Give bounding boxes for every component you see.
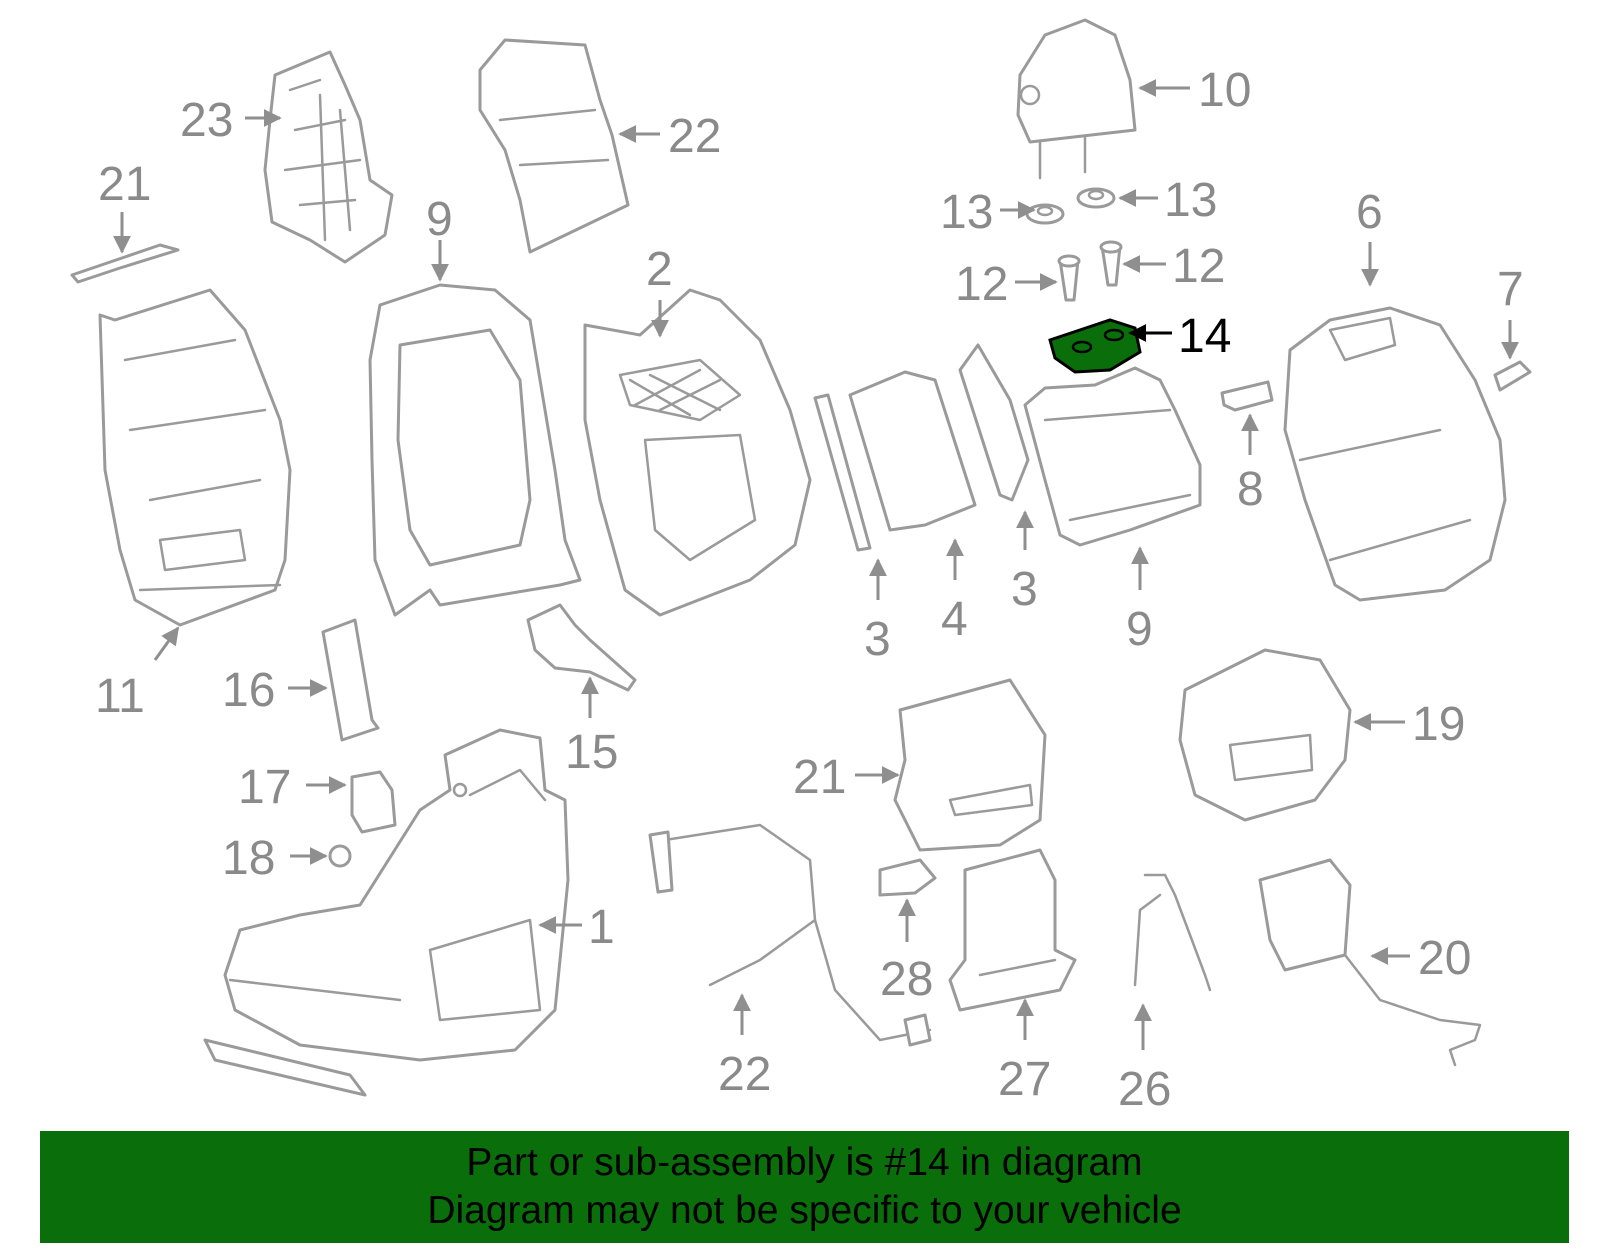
callout-label-28: 28 — [880, 953, 933, 1006]
callout-label-1: 1 — [588, 901, 615, 954]
callout-13-right: 13 — [1118, 174, 1217, 227]
callout-label-3-left: 3 — [864, 613, 891, 666]
callout-27: 27 — [998, 998, 1051, 1106]
callout-label-5: 6 — [1356, 186, 1383, 239]
callout-label-2: 2 — [646, 243, 673, 296]
callout-13-left: 13 — [940, 186, 1036, 239]
callout-16: 17 — [238, 761, 347, 814]
callout-label-18: 16 — [222, 664, 275, 717]
part-24-back-pad[interactable] — [478, 38, 630, 254]
callout-label-22: 22 — [718, 1048, 771, 1101]
callout-19: 19 — [1353, 698, 1465, 751]
part-1-seat-assembly[interactable] — [203, 728, 570, 1097]
callout-label-8: 9 — [1126, 603, 1153, 656]
callout-24: 22 — [618, 110, 721, 163]
callout-label-12-left: 12 — [955, 258, 1008, 311]
info-banner: Part or sub-assembly is #14 in diagram D… — [40, 1131, 1569, 1243]
callout-11: 10 — [1138, 64, 1251, 117]
callout-label-17: 18 — [222, 832, 275, 885]
part-25-back-panel-bracket[interactable] — [263, 50, 394, 264]
callout-18: 16 — [222, 664, 328, 717]
part-15-recline-lever[interactable] — [526, 603, 637, 692]
part-13-grommet-left[interactable] — [1025, 203, 1065, 225]
callout-6: 7 — [1497, 263, 1524, 360]
callout-label-7: 8 — [1237, 463, 1264, 516]
part-4-back-panel[interactable] — [848, 370, 977, 532]
part-22-wiring-harness[interactable] — [648, 823, 932, 1047]
callout-label-25: 23 — [180, 94, 233, 147]
callout-label-12-right: 12 — [1172, 240, 1225, 293]
part-12-guide-left[interactable] — [1057, 254, 1081, 302]
callout-12-right: 12 — [1122, 240, 1225, 293]
callout-9: 9 — [426, 193, 453, 282]
part-7-small-bracket[interactable] — [1220, 380, 1274, 412]
callout-17: 18 — [222, 832, 328, 885]
callout-20: 20 — [1370, 932, 1471, 985]
callout-label-11: 10 — [1198, 64, 1251, 117]
callout-21: 21 — [793, 751, 900, 804]
callout-label-14: 14 — [1178, 310, 1231, 363]
callout-label-19: 19 — [1412, 698, 1465, 751]
banner-line-disclaimer: Diagram may not be specific to your vehi… — [427, 1189, 1182, 1232]
part-21-panel[interactable] — [893, 678, 1047, 852]
part-16-bracket[interactable] — [350, 770, 397, 834]
callout-25: 23 — [180, 94, 282, 147]
part-19-control-module[interactable] — [1178, 648, 1352, 822]
part-23-trim-strip[interactable] — [70, 243, 180, 284]
callout-label-24: 22 — [668, 110, 721, 163]
part-27-module[interactable] — [948, 848, 1077, 1012]
part-6-clip[interactable] — [1493, 360, 1532, 392]
part-3-side-strip-left[interactable] — [813, 393, 872, 552]
callout-label-10: 11 — [95, 670, 145, 723]
callout-label-21: 21 — [793, 751, 846, 804]
callout-label-13-left: 13 — [940, 186, 993, 239]
callout-label-27: 27 — [998, 1053, 1051, 1106]
callout-1: 1 — [538, 901, 615, 954]
part-9-back-frame[interactable] — [368, 283, 582, 617]
callout-10: 11 — [95, 626, 180, 723]
part-2-back-cover[interactable] — [583, 288, 812, 617]
part-18-side-panel[interactable] — [321, 618, 380, 742]
part-5-back-cover[interactable] — [1283, 306, 1507, 602]
callout-7: 8 — [1237, 413, 1264, 516]
callout-label-6: 7 — [1497, 263, 1524, 316]
callout-label-26: 26 — [1118, 1063, 1171, 1116]
part-26-wire[interactable] — [1133, 873, 1212, 992]
part-17-bolt[interactable] — [328, 844, 352, 868]
part-3-side-strip-right[interactable] — [958, 343, 1030, 502]
callout-4: 4 — [941, 538, 968, 646]
callout-label-9: 9 — [426, 193, 453, 246]
callout-2: 2 — [646, 243, 673, 338]
callout-26: 26 — [1118, 1003, 1171, 1116]
callout-label-3-right: 3 — [1011, 563, 1038, 616]
callout-15: 15 — [565, 676, 618, 779]
banner-line-part-info: Part or sub-assembly is #14 in diagram — [466, 1141, 1143, 1184]
part-28-connector[interactable] — [878, 858, 937, 897]
callout-label-15: 15 — [565, 726, 618, 779]
callout-22: 22 — [718, 993, 771, 1101]
callout-3-right: 3 — [1011, 510, 1038, 616]
part-14-highlighted-bracket[interactable] — [1048, 318, 1142, 374]
callout-5: 6 — [1356, 186, 1383, 287]
callout-23: 21 — [98, 158, 151, 254]
part-10-back-shell[interactable] — [98, 288, 292, 627]
callout-label-23: 21 — [98, 158, 151, 211]
part-12-guide-right[interactable] — [1099, 240, 1123, 287]
callout-3-left: 3 — [864, 558, 891, 666]
callout-label-13-right: 13 — [1164, 174, 1217, 227]
part-13-grommet-right[interactable] — [1076, 187, 1116, 209]
callout-label-20: 20 — [1418, 932, 1471, 985]
callout-label-16: 17 — [238, 761, 291, 814]
part-8-cushion-pad[interactable] — [1023, 366, 1202, 547]
part-11-headrest[interactable] — [1016, 18, 1137, 180]
callout-28: 28 — [880, 898, 933, 1006]
part-20-module-harness[interactable] — [1258, 858, 1482, 1067]
callout-8: 9 — [1126, 546, 1153, 656]
callout-12-left: 12 — [955, 258, 1058, 311]
callout-label-4: 4 — [941, 593, 968, 646]
callout-14-highlighted: 14 — [1128, 310, 1231, 363]
